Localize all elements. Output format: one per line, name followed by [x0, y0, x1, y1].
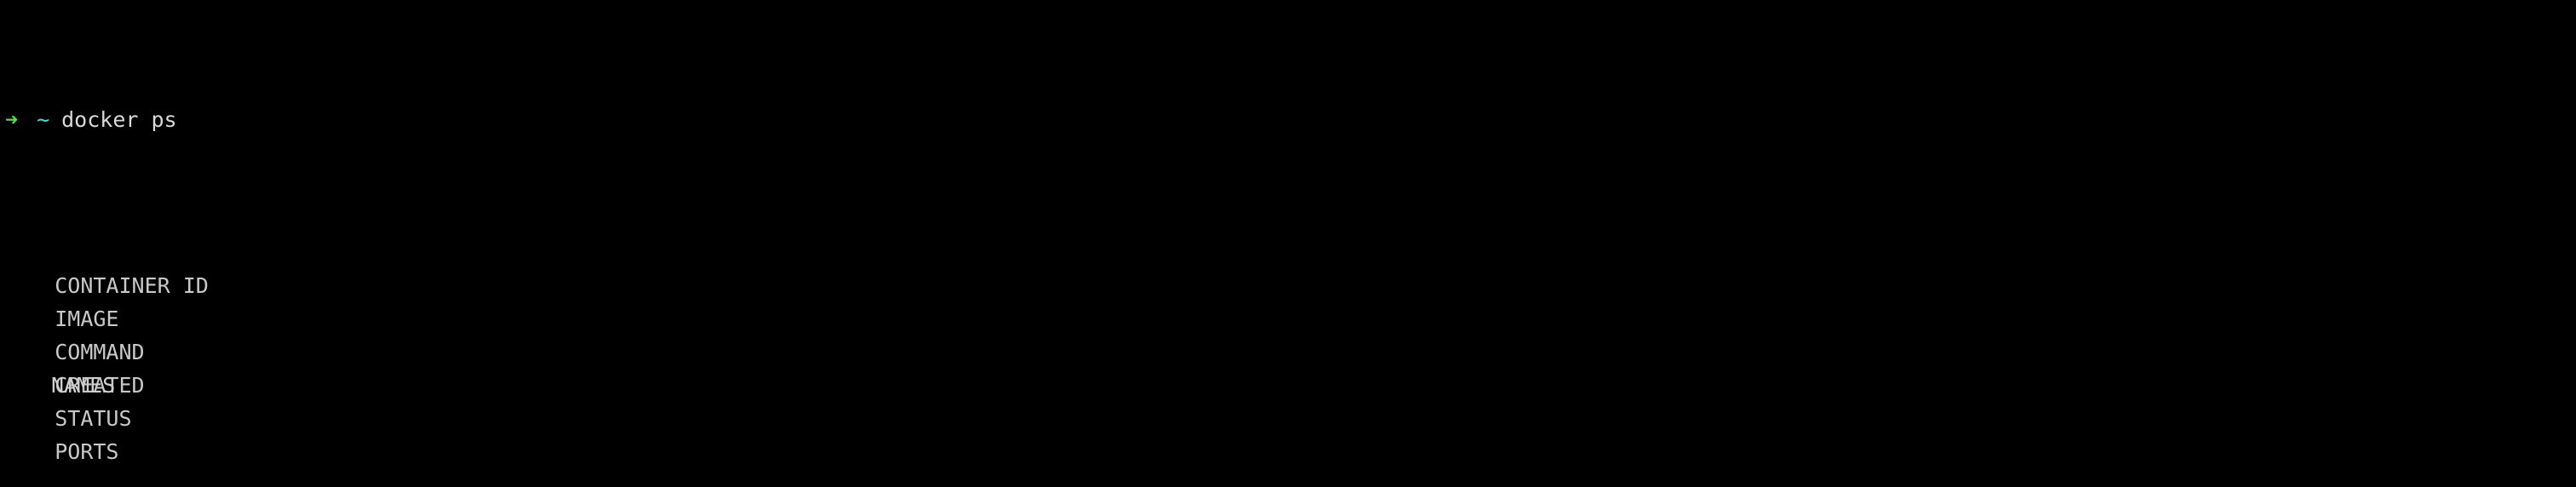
table-header-row: CONTAINER ID IMAGE COMMAND CREATED STATU… [0, 236, 2576, 464]
shell-prompt-line: ➜ ~ docker ps [0, 103, 2576, 136]
header-ports: PORTS [55, 439, 119, 464]
shell-command-text: docker ps [61, 107, 177, 132]
prompt-path: ~ [37, 107, 50, 132]
header-created: CREATED [55, 373, 145, 398]
header-image: IMAGE [55, 307, 119, 331]
header-status: STATUS [55, 406, 132, 431]
header-names: NAMES [51, 373, 116, 398]
header-command: COMMAND [55, 340, 145, 364]
prompt-arrow-icon: ➜ [5, 107, 19, 132]
header-container-id: CONTAINER ID [55, 273, 209, 298]
